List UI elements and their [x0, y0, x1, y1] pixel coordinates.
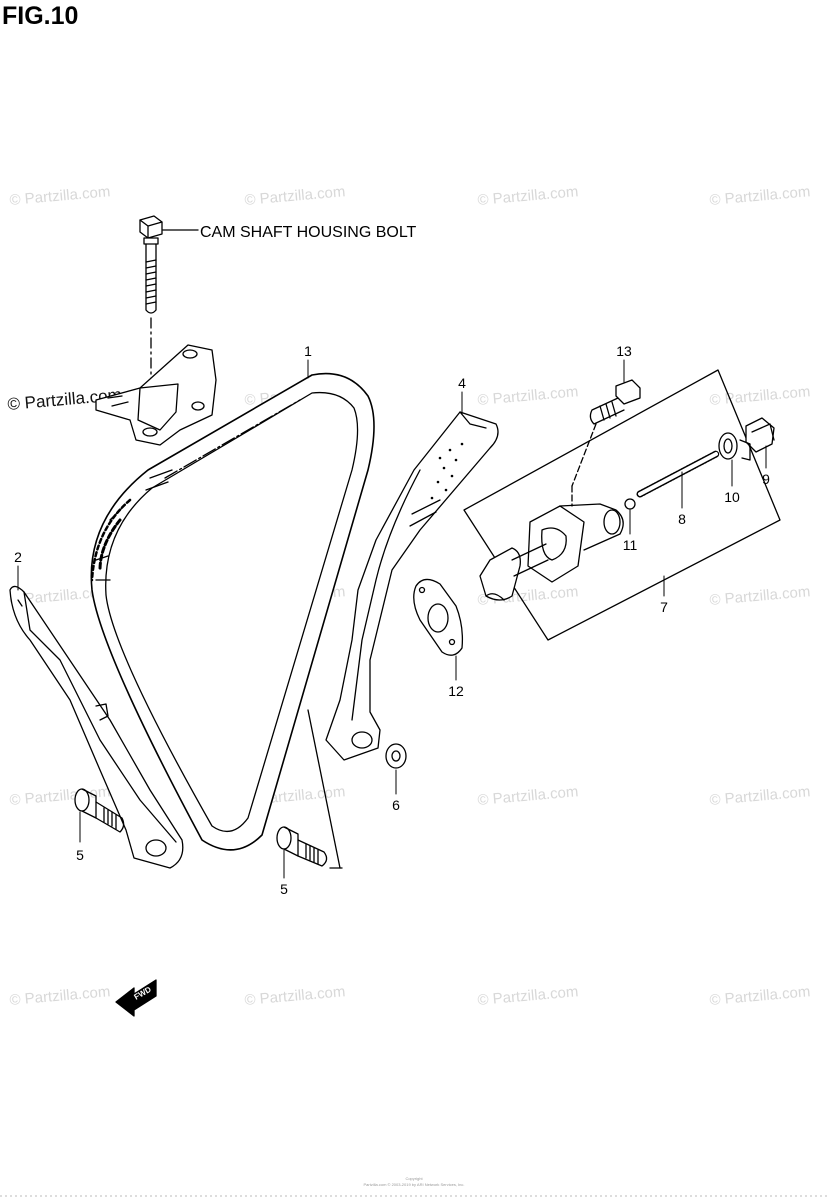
- footer-copyright-detail: Partzilla.com © 2003-2019 by ARI Network…: [363, 1182, 465, 1187]
- callout-12[interactable]: 12: [448, 683, 464, 699]
- figure-title: FIG.10: [2, 2, 79, 30]
- callout-1[interactable]: 1: [304, 343, 312, 359]
- tensioner-mounting-bolt[interactable]: [571, 379, 641, 487]
- callout-4[interactable]: 4: [458, 375, 466, 391]
- chain-guide[interactable]: [325, 411, 499, 761]
- callout-10[interactable]: 10: [724, 489, 740, 505]
- tensioner-assembly-box: [463, 369, 781, 641]
- callout-6[interactable]: 6: [392, 797, 400, 813]
- chain-tensioner-body[interactable]: [479, 485, 624, 601]
- watermark-text: © Partzilla.com: [709, 983, 811, 1009]
- callout-11[interactable]: 11: [623, 537, 638, 553]
- watermark-text: © Partzilla.com: [709, 383, 811, 409]
- cam-shaft-housing-bracket: [95, 344, 217, 446]
- callout-13[interactable]: 13: [616, 343, 632, 359]
- plug-gasket[interactable]: [718, 432, 738, 460]
- watermark-text: © Partzilla.com: [477, 383, 579, 409]
- guide-bolt-left[interactable]: [74, 788, 125, 833]
- tensioner-gasket[interactable]: [413, 578, 464, 656]
- watermark-text: © Partzilla.com: [244, 183, 346, 209]
- watermark-text: © Partzilla.com: [709, 783, 811, 809]
- tensioner-plug-bolt[interactable]: [739, 417, 775, 461]
- guide-bolt-right[interactable]: [276, 826, 328, 867]
- cam-shaft-housing-bolt-label: CAM SHAFT HOUSING BOLT: [200, 224, 417, 241]
- alignment-line: [307, 709, 341, 869]
- watermark-text: © Partzilla.com: [244, 983, 346, 1009]
- watermark-text: © Partzilla.com: [709, 183, 811, 209]
- watermark-text: © Partzilla.com: [477, 783, 579, 809]
- watermark-text: © Partzilla.com: [477, 983, 579, 1009]
- watermark-text: © Partzilla.com: [477, 183, 579, 209]
- washer[interactable]: [385, 743, 407, 769]
- watermark-text: © Partzilla.com: [709, 583, 811, 609]
- callout-2[interactable]: 2: [14, 549, 22, 565]
- callout-5-right[interactable]: 5: [280, 881, 288, 897]
- callout-7[interactable]: 7: [660, 599, 668, 615]
- callout-8[interactable]: 8: [678, 511, 686, 527]
- cam-chain[interactable]: [90, 372, 375, 851]
- watermark-text: © Partzilla.com: [9, 983, 111, 1009]
- footer-copyright: Copyright: [405, 1176, 423, 1181]
- check-ball[interactable]: [624, 498, 636, 510]
- callout-9[interactable]: 9: [762, 471, 770, 487]
- tensioner-spring[interactable]: [636, 450, 720, 498]
- callout-leaders: [17, 359, 767, 879]
- watermark-text: © Partzilla.com: [9, 183, 111, 209]
- forward-direction-badge: [115, 979, 157, 1017]
- callout-5-left[interactable]: 5: [76, 847, 84, 863]
